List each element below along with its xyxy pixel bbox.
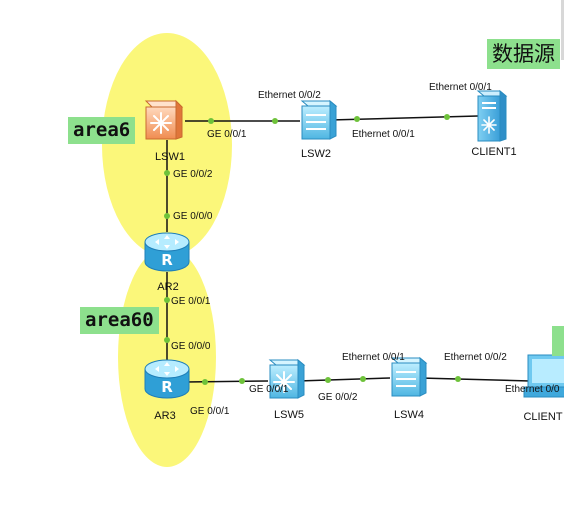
port-label: GE 0/0/1	[171, 296, 211, 307]
data-source-label: 数据源	[487, 39, 560, 69]
router-icon[interactable]: R	[144, 359, 190, 399]
port-dot	[354, 116, 360, 122]
port-label: GE 0/0/2	[173, 169, 213, 180]
area6-label: area6	[68, 117, 136, 144]
port-label: GE 0/0/1	[207, 129, 247, 140]
link-lsw2-client1	[329, 115, 479, 121]
link-lsw5-lsw4	[297, 377, 391, 382]
area60-label: area60	[80, 307, 159, 334]
svg-text:R: R	[161, 251, 173, 269]
device-label-client1: CLIENT1	[471, 146, 516, 158]
port-label: GE 0/0/1	[249, 384, 289, 395]
port-label: Ethernet 0/0/1	[352, 129, 415, 140]
port-label: GE 0/0/1	[190, 406, 230, 417]
port-dot	[272, 118, 278, 124]
port-dot	[164, 297, 170, 303]
port-dot	[202, 379, 208, 385]
port-dot	[164, 170, 170, 176]
device-label-lsw4: LSW4	[394, 409, 424, 421]
device-label-client2: CLIENT	[523, 411, 562, 423]
port-dot	[164, 337, 170, 343]
device-label-lsw5: LSW5	[274, 409, 304, 421]
device-label-lsw2: LSW2	[301, 148, 331, 160]
switch-icon[interactable]	[268, 358, 306, 399]
port-dot	[455, 376, 461, 382]
server-icon[interactable]	[476, 89, 508, 142]
device-label-lsw1: LSW1	[155, 151, 185, 163]
port-label: Ethernet 0/0	[505, 384, 560, 395]
pc-icon[interactable]	[523, 354, 564, 398]
switch-icon[interactable]	[300, 99, 338, 140]
port-label: Ethernet 0/0/1	[342, 352, 405, 363]
device-label-ar2: AR2	[157, 281, 178, 293]
port-label: GE 0/0/0	[173, 211, 213, 222]
svg-text:R: R	[161, 378, 173, 396]
port-dot	[208, 118, 214, 124]
port-label: Ethernet 0/0/2	[444, 352, 507, 363]
port-dot	[444, 114, 450, 120]
port-dot	[360, 376, 366, 382]
router-icon[interactable]: R	[144, 232, 190, 272]
port-dot	[239, 378, 245, 384]
device-label-ar3: AR3	[154, 410, 175, 422]
port-label: GE 0/0/2	[318, 392, 358, 403]
client-label-stub	[552, 326, 564, 356]
link-ar3-lsw5	[184, 380, 269, 383]
edge-scroll-stub	[561, 0, 564, 60]
link-lsw4-client2	[419, 377, 531, 382]
port-label: Ethernet 0/0/2	[258, 90, 321, 101]
l3-switch-icon[interactable]	[144, 99, 184, 140]
port-dot	[325, 377, 331, 383]
port-dot	[164, 213, 170, 219]
switch-icon[interactable]	[390, 356, 428, 397]
port-label: GE 0/0/0	[171, 341, 211, 352]
port-label: Ethernet 0/0/1	[429, 82, 492, 93]
